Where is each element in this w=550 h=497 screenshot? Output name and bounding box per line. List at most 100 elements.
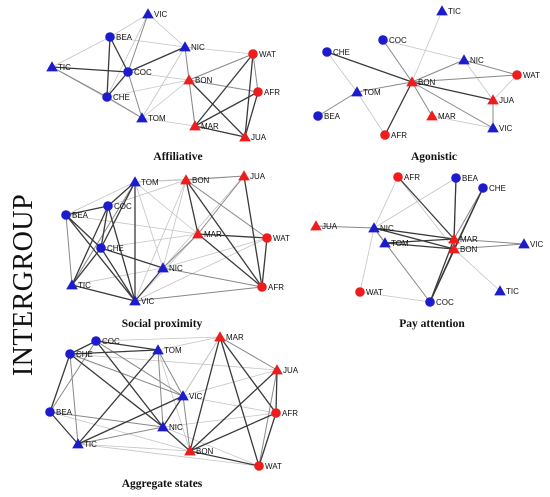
triangle-node-icon <box>239 131 251 142</box>
node-label: AFR <box>391 131 407 140</box>
edge-mar-vic <box>453 238 525 245</box>
edge-tom-nic <box>157 349 164 428</box>
node-afr: AFR <box>257 282 284 292</box>
node-tic: TIC <box>72 438 97 449</box>
triangle-node-icon <box>184 445 196 456</box>
node-vic: VIC <box>177 390 203 401</box>
node-tic: TIC <box>436 5 461 16</box>
edge-che-nic <box>69 353 164 428</box>
edge-che-tom <box>106 96 143 119</box>
edge-che-bon <box>326 51 413 83</box>
node-label: COC <box>436 298 454 307</box>
edge-che-vic <box>100 247 136 302</box>
node-label: MAR <box>226 333 244 342</box>
edge-vic-bea <box>109 13 149 38</box>
node-coc: COC <box>378 35 407 45</box>
triangle-node-icon <box>238 170 250 181</box>
node-vic: VIC <box>129 295 155 306</box>
circle-node-icon <box>248 49 258 59</box>
node-label: VIC <box>499 124 513 133</box>
triangle-node-icon <box>192 228 204 239</box>
edge-nic-wat <box>162 237 268 269</box>
edge-mar-wat <box>194 53 254 127</box>
edge-tom-mar <box>384 238 455 244</box>
triangle-node-icon <box>494 285 506 296</box>
node-nic: NIC <box>368 222 394 233</box>
edge-jua-wat <box>258 369 278 467</box>
edge-che-tic <box>71 247 102 286</box>
node-mar: MAR <box>214 331 244 342</box>
edge-coc-vic <box>95 340 184 397</box>
circle-node-icon <box>254 461 264 471</box>
edge-tic-bon <box>77 443 191 452</box>
network-pay-attention-edges <box>315 176 525 303</box>
node-bea: BEA <box>451 173 479 183</box>
node-nic: NIC <box>458 54 484 65</box>
node-jua: JUA <box>239 131 267 142</box>
edge-che-jua <box>69 353 278 371</box>
edge-bon-mar <box>185 179 199 235</box>
edge-nic-mar <box>162 233 199 269</box>
triangle-node-icon <box>72 438 84 449</box>
node-label: BON <box>195 76 213 85</box>
circle-node-icon <box>451 173 461 183</box>
node-jua: JUA <box>310 220 338 231</box>
circle-node-icon <box>105 32 115 42</box>
edge-coc-bon <box>107 179 187 207</box>
edge-bon-wat <box>185 179 268 239</box>
network-title: Aggregate states <box>122 478 203 490</box>
edge-vic-mar <box>134 233 199 302</box>
edge-jua-afr <box>243 175 263 288</box>
edge-mar-bon <box>189 336 221 452</box>
edge-che-nic <box>100 247 164 269</box>
node-bon: BON <box>183 74 213 85</box>
edge-coc-tom <box>95 340 159 351</box>
circle-node-icon <box>103 201 113 211</box>
node-wat: WAT <box>262 233 290 243</box>
edge-bea-tic <box>49 411 79 445</box>
edge-mar-afr <box>197 233 263 288</box>
edge-tic-bea <box>51 36 111 68</box>
node-label: BEA <box>116 33 133 42</box>
triangle-node-icon <box>66 279 78 290</box>
network-social-proximity-edges <box>65 175 268 302</box>
edge-nic-bon <box>184 46 190 81</box>
node-label: JUA <box>499 96 515 105</box>
node-label: MAR <box>201 122 219 131</box>
node-label: AFR <box>264 88 280 97</box>
node-label: TOM <box>391 239 409 248</box>
circle-node-icon <box>123 67 133 77</box>
node-vic: VIC <box>142 8 168 19</box>
node-label: VIC <box>154 10 168 19</box>
edge-coc-bon <box>127 71 190 81</box>
node-bon: BON <box>406 76 436 87</box>
node-che: CHE <box>478 183 506 193</box>
circle-node-icon <box>262 233 272 243</box>
edge-nic-wat <box>162 426 260 467</box>
edge-bea-mar <box>453 177 457 240</box>
circle-node-icon <box>257 282 267 292</box>
circle-node-icon <box>102 92 112 102</box>
edge-che-bon <box>106 79 190 98</box>
edge-tom-mar <box>141 117 196 127</box>
edge-bon-wat <box>188 53 254 81</box>
triangle-node-icon <box>46 61 58 72</box>
triangle-node-icon <box>214 331 226 342</box>
network-affiliative: VICBEANICWATTICCOCBONAFRCHETOMMARJUAAffi… <box>46 8 280 163</box>
node-jua: JUA <box>238 170 266 181</box>
edge-bon-vic <box>411 81 494 129</box>
triangle-node-icon <box>157 421 169 432</box>
edge-bon-mar <box>411 81 433 117</box>
edge-coc-nic <box>382 39 465 61</box>
node-coc: COC <box>425 297 454 307</box>
node-tom: TOM <box>129 176 159 187</box>
edge-vic-nic <box>162 395 184 428</box>
edge-mar-afr <box>194 91 259 127</box>
node-label: JUA <box>251 133 267 142</box>
node-label: BON <box>418 78 436 87</box>
edge-bea-nic <box>109 36 186 48</box>
triangle-node-icon <box>179 41 191 52</box>
triangle-node-icon <box>183 74 195 85</box>
